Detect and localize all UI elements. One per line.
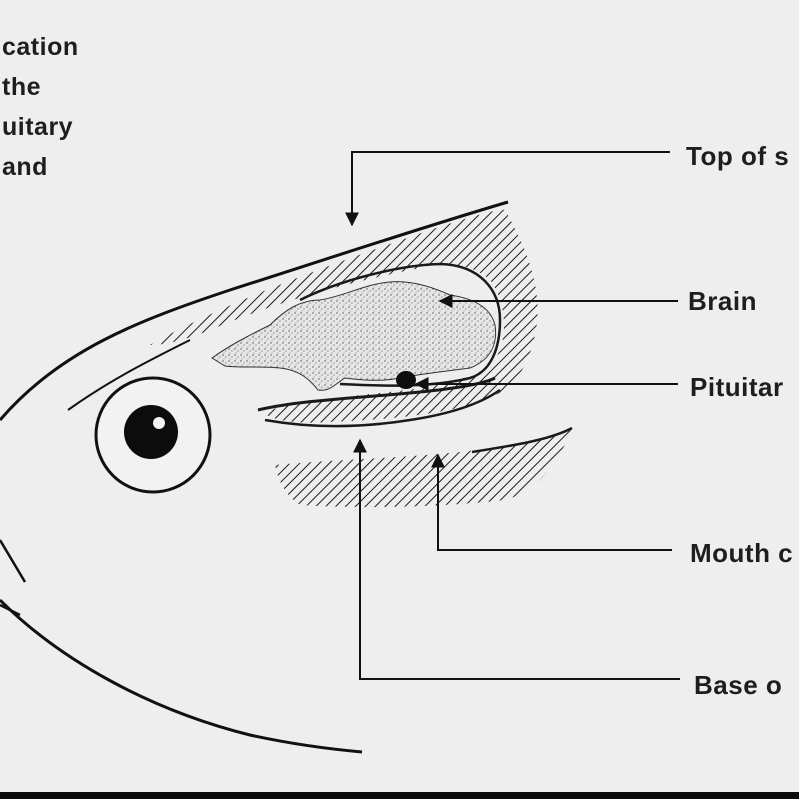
mouth-roof-hatched	[275, 428, 572, 508]
mouth-lip	[0, 539, 27, 617]
head-inner-line	[67, 339, 191, 411]
bottom-border	[0, 792, 799, 799]
label-top-of-skull: Top of s	[686, 141, 790, 171]
title-line: cation	[2, 33, 79, 61]
pituitary-gland	[396, 371, 416, 389]
head-outline-top	[0, 200, 509, 421]
eye-highlight	[153, 417, 165, 429]
mouth-roof-line	[471, 426, 573, 454]
title-line: the	[2, 73, 41, 101]
label-brain: Brain	[688, 286, 757, 316]
title-line: uitary	[2, 113, 74, 141]
leader-top	[345, 151, 670, 227]
brain	[211, 281, 497, 391]
leader-mouth	[431, 453, 672, 551]
leader-base	[353, 438, 680, 680]
title-line: and	[2, 153, 48, 181]
cranium-floor-lower	[264, 388, 501, 428]
eye-pupil	[124, 405, 178, 459]
label-pituitary: Pituitar	[690, 372, 784, 402]
jaw-outline	[0, 598, 363, 754]
label-mouth-cavity: Mouth c	[690, 538, 794, 568]
label-base-of-skull: Base o	[694, 670, 783, 700]
